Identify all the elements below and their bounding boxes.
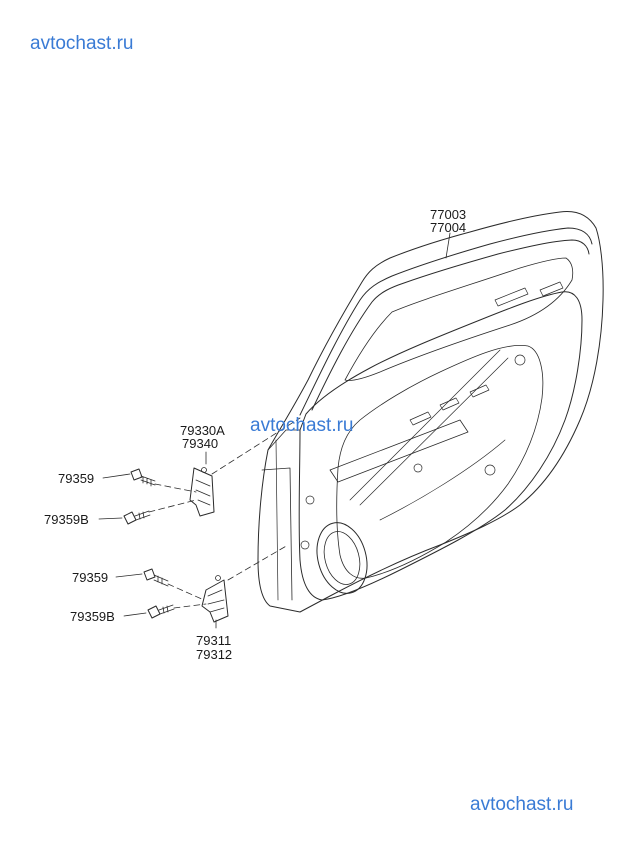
part-label-79340: 79340 xyxy=(182,436,219,451)
part-label-79312: 79312 xyxy=(196,647,233,662)
watermark-bottom-right: avtochast.ru xyxy=(470,794,574,815)
lower-hinge xyxy=(201,575,229,623)
part-label-79311: 79311 xyxy=(196,633,232,648)
bolt-lower-a xyxy=(143,568,169,587)
part-label-79359B-upper: 79359B xyxy=(44,512,89,527)
leader-lines xyxy=(98,232,451,629)
bolt-upper-b xyxy=(123,510,151,525)
part-label-77003: 77003 xyxy=(430,207,467,222)
part-label-79359-lower: 79359 xyxy=(72,570,109,585)
upper-hinge xyxy=(189,467,215,517)
bolt-upper-a xyxy=(130,468,156,487)
part-label-79330A: 79330A xyxy=(180,423,225,438)
watermark-center: avtochast.ru xyxy=(250,415,354,436)
bolt-lower-b xyxy=(147,604,175,619)
part-label-77004: 77004 xyxy=(430,220,467,235)
dashed-alignment-lines xyxy=(148,417,301,609)
door-shell xyxy=(257,211,604,613)
part-label-79359B-lower: 79359B xyxy=(70,609,115,624)
watermark-top-left: avtochast.ru xyxy=(30,33,134,54)
part-label-79359-upper: 79359 xyxy=(58,471,95,486)
